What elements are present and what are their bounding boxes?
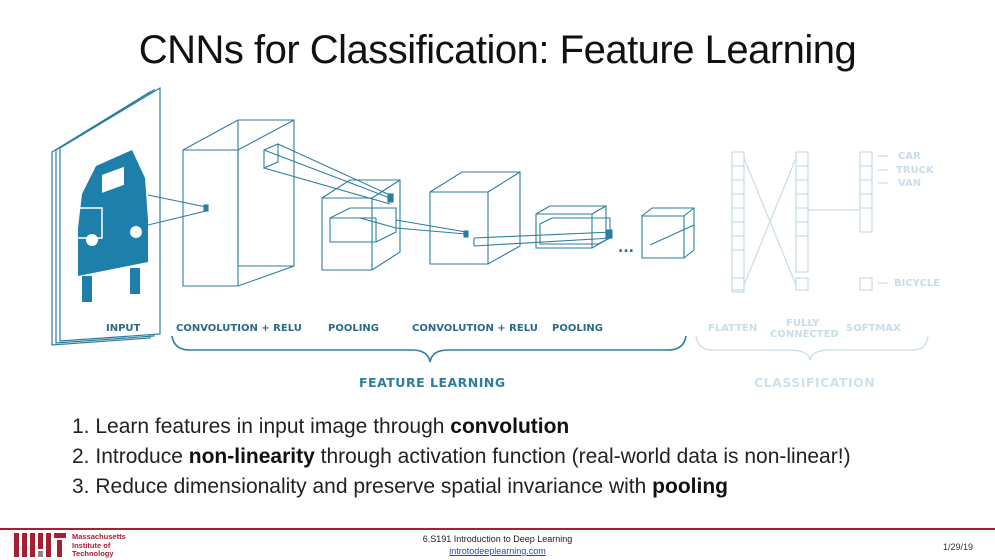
slide-date: 1/29/19 <box>942 542 973 552</box>
stage-label-conv1: CONVOLUTION + RELU <box>176 323 302 334</box>
group-label-classification: CLASSIFICATION <box>754 375 875 390</box>
stage-label-conv2: CONVOLUTION + RELU <box>412 323 538 334</box>
course-url-link[interactable]: introtodeeplearning.com <box>449 546 546 556</box>
cnn-architecture-diagram: ... CAR TRUCK <box>51 86 940 390</box>
stage-label-input: INPUT <box>106 323 141 334</box>
stage-label-softmax: SOFTMAX <box>846 323 901 334</box>
conv1-volume <box>147 119 295 287</box>
class-label-van: VAN <box>898 178 921 189</box>
class-label-truck: TRUCK <box>896 165 935 176</box>
bullet-number: 1. <box>72 415 90 438</box>
ellipsis: ... <box>618 240 634 256</box>
bullet-text: Reduce dimensionality and preserve spati… <box>95 475 653 498</box>
bullet-text: Introduce <box>95 445 189 468</box>
slide-title: CNNs for Classification: Feature Learnin… <box>138 28 857 72</box>
course-info: 6.S191 Introduction to Deep Learning int… <box>0 533 995 557</box>
car-icon <box>75 150 148 302</box>
pool1-volume <box>263 143 401 271</box>
bullet-number: 2. <box>72 445 90 468</box>
course-title: 6.S191 Introduction to Deep Learning <box>422 534 573 544</box>
group-label-feature-learning: FEATURE LEARNING <box>359 375 506 390</box>
classification-network <box>695 151 929 361</box>
bullet-text: through activation function (real-world … <box>314 445 851 468</box>
mit-logo-icon <box>14 533 66 557</box>
conv2-volume <box>395 171 521 265</box>
footer-divider <box>0 528 995 530</box>
stage-label-fc-line2: CONNECTED <box>770 329 839 340</box>
bullet-bold: convolution <box>450 415 570 438</box>
bullet-bold: pooling <box>652 475 728 498</box>
bullet-list: 1. Learn features in input image through… <box>72 412 972 502</box>
bullet-number: 3. <box>72 475 90 498</box>
bullet-item: 3. Reduce dimensionality and preserve sp… <box>72 472 972 502</box>
institution-line: Institute of <box>72 540 111 550</box>
final-feature-volume <box>641 207 695 259</box>
institution-name: Massachusetts Institute of Technology <box>72 532 126 559</box>
institution-line: Technology <box>72 549 114 558</box>
class-label-car: CAR <box>898 151 921 162</box>
bullet-item: 1. Learn features in input image through… <box>72 412 972 442</box>
feature-learning-brace <box>171 335 687 363</box>
bullet-text: Learn features in input image through <box>95 415 451 438</box>
stage-label-pool2: POOLING <box>552 323 603 334</box>
institution-line: Massachusetts <box>72 532 126 541</box>
stage-label-pool1: POOLING <box>328 323 379 334</box>
stage-label-fc-line1: FULLY <box>786 318 820 329</box>
bullet-bold: non-linearity <box>188 445 315 468</box>
stage-label-flatten: FLATTEN <box>708 323 757 334</box>
pool2-volume <box>473 205 613 249</box>
class-label-bicycle: BICYCLE <box>894 278 940 289</box>
bullet-item: 2. Introduce non-linearity through activ… <box>72 442 972 472</box>
